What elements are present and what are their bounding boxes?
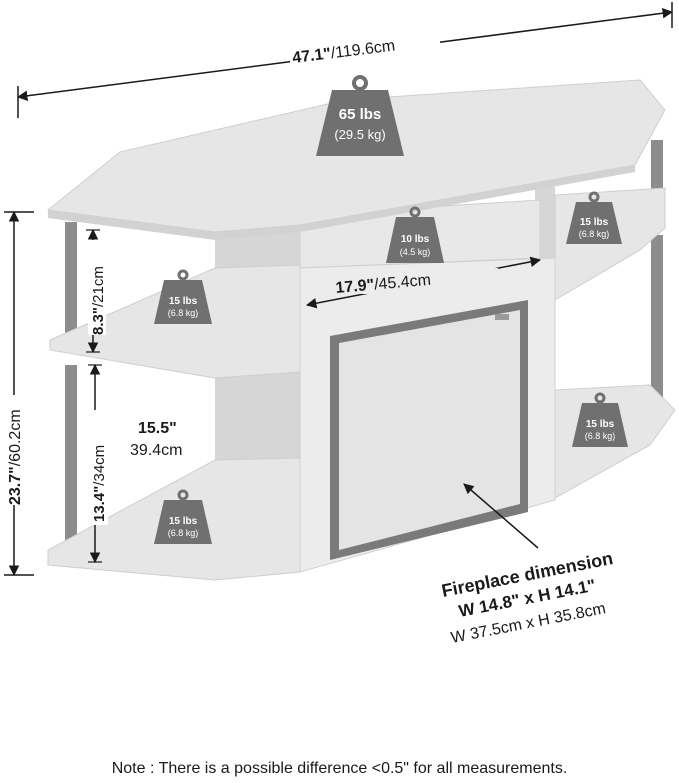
weight-right-lower: 15 lbs (6.8 kg) [572, 392, 628, 447]
depth-in-label: 15.5" [138, 420, 177, 437]
fireplace-glass [339, 310, 520, 550]
weight-left-lower-kg: (6.8 kg) [168, 528, 199, 538]
opening-in-label: 17.9" [335, 277, 375, 297]
weight-center-lbs: 10 lbs [401, 234, 430, 245]
weight-icon [154, 280, 212, 324]
height-in-label: 23.7" [7, 466, 24, 505]
leg [65, 222, 77, 347]
weight-left-upper-lbs: 15 lbs [169, 296, 198, 307]
weight-icon [316, 90, 404, 156]
weight-center-kg: (4.5 kg) [400, 247, 431, 257]
lower-shelf-dimension: 13.4"/34cm [88, 363, 108, 564]
depth-dimension: 15.5" 39.4cm [130, 420, 182, 459]
weight-right-lower-lbs: 15 lbs [586, 419, 615, 430]
upper-shelf-dimension: 8.3"/21cm [86, 228, 107, 354]
height-cm-label: /60.2cm [7, 409, 24, 466]
lower-shelf-cm-label: /34cm [91, 445, 108, 486]
control-panel [495, 314, 509, 320]
width-in-label: 47.1" [291, 45, 332, 67]
weight-top: 65 lbs (29.5 kg) [316, 75, 404, 156]
leg [651, 235, 663, 418]
upper-shelf-cm-label: /21cm [90, 266, 107, 307]
upper-shelf-in-label: 8.3" [90, 307, 107, 335]
weight-right-upper: 15 lbs (6.8 kg) [566, 191, 622, 244]
svg-text:23.7"/60.2cm: 23.7"/60.2cm [7, 409, 24, 505]
svg-text:17.9"/45.4cm: 17.9"/45.4cm [335, 272, 432, 297]
measurement-note: Note : There is a possible difference <0… [111, 760, 568, 777]
weight-icon [154, 500, 212, 544]
leg [65, 365, 77, 562]
weight-icon [566, 202, 622, 244]
weight-right-upper-lbs: 15 lbs [580, 217, 609, 228]
weight-left-upper: 15 lbs (6.8 kg) [154, 269, 212, 324]
opening-dimension: 17.9"/45.4cm [305, 256, 542, 309]
weight-icon [386, 217, 444, 263]
lower-shelf-in-label: 13.4" [91, 486, 108, 522]
weight-left-upper-kg: (6.8 kg) [168, 308, 199, 318]
weight-right-lower-kg: (6.8 kg) [585, 431, 616, 441]
weight-left-lower-lbs: 15 lbs [169, 516, 198, 527]
weight-left-lower: 15 lbs (6.8 kg) [154, 489, 212, 544]
weight-center: 10 lbs (4.5 kg) [386, 206, 444, 263]
svg-text:8.3"/21cm: 8.3"/21cm [90, 266, 107, 335]
depth-cm-label: 39.4cm [130, 442, 182, 459]
weight-top-kg: (29.5 kg) [334, 127, 385, 142]
weight-top-lbs: 65 lbs [339, 106, 382, 123]
height-dimension: 23.7"/60.2cm [4, 210, 34, 577]
weight-right-upper-kg: (6.8 kg) [579, 229, 610, 239]
svg-text:13.4"/34cm: 13.4"/34cm [91, 445, 108, 522]
weight-icon [572, 403, 628, 447]
width-dimension: 47.1"/119.6cm [16, 2, 674, 118]
opening-cm-label: /45.4cm [373, 272, 431, 294]
